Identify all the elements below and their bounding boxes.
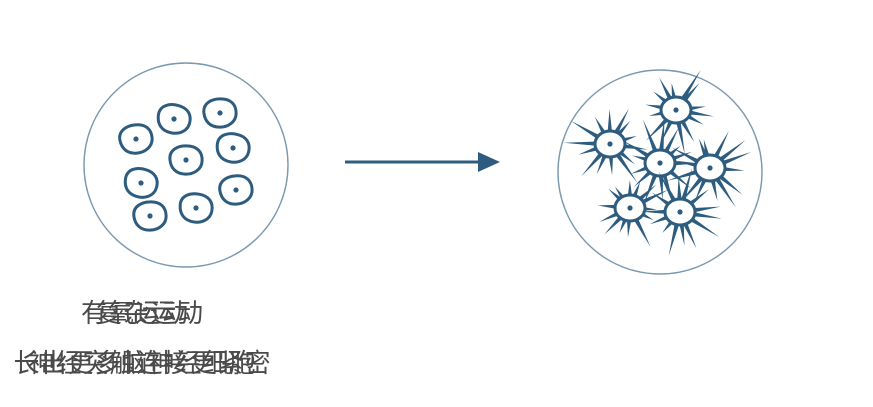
- right-title: 复杂运动: [95, 299, 204, 329]
- simple-cell: [218, 174, 254, 206]
- branching-neuron: [666, 131, 752, 208]
- right-subtitle: 神经突触连接更紧密: [28, 349, 272, 379]
- branching-neuron: [640, 167, 722, 256]
- branching-neuron: [623, 118, 696, 205]
- simple-cell: [156, 103, 192, 135]
- branching-neuron: [563, 108, 648, 183]
- simple-cell: [202, 97, 238, 129]
- simple-cell: [215, 132, 251, 164]
- right-circle: [557, 69, 763, 275]
- left-circle: [83, 62, 289, 268]
- simple-cell: [132, 200, 168, 232]
- left-subtitle: 长出更多脑神经细胞: [13, 349, 257, 379]
- simple-cell: [118, 123, 154, 155]
- simple-cells-group: [118, 97, 254, 232]
- simple-cell: [168, 144, 204, 176]
- branching-neurons-group: [563, 69, 752, 256]
- left-title: 有氧运动: [80, 299, 189, 329]
- transition-arrow: [345, 152, 500, 172]
- branching-neuron: [597, 180, 669, 248]
- branching-neuron: [645, 69, 714, 155]
- simple-cell: [123, 167, 159, 199]
- simple-cell: [178, 192, 214, 224]
